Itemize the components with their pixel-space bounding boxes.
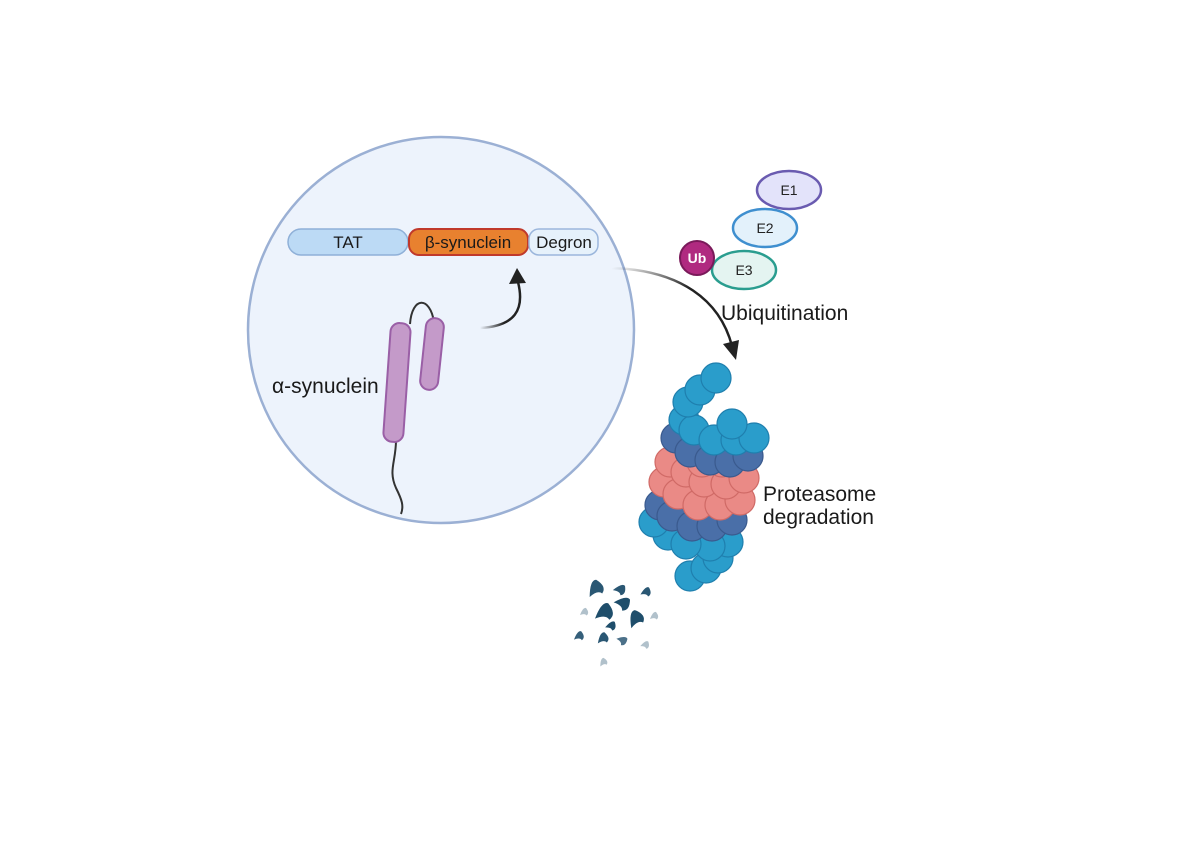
proteasome-label-line1: Proteasome — [763, 483, 876, 506]
peptide-fragment — [630, 610, 644, 629]
e1-enzyme — [755, 169, 823, 211]
binding-arrow-head — [509, 268, 526, 284]
peptide-fragment — [595, 602, 613, 620]
peptide-fragment — [613, 597, 631, 611]
peptide-fragment — [640, 587, 651, 597]
e3-label: E3 — [735, 262, 752, 278]
peptide-fragment — [589, 579, 604, 598]
ubiquitination-enzymes: E1 E2 E3 Ub — [679, 169, 823, 291]
peptide-fragment — [580, 607, 589, 616]
proteasome-subunit — [716, 408, 748, 440]
ubiquitin — [679, 240, 715, 276]
peptide-fragments — [574, 579, 659, 667]
peptide-fragment — [574, 631, 584, 641]
peptide-fragment — [597, 632, 609, 644]
alpha-synuclein-label: α-synuclein — [272, 375, 379, 398]
tat-label: TAT — [333, 233, 363, 252]
proteasome — [638, 362, 770, 592]
peptide-fragment — [650, 611, 659, 620]
e1-label: E1 — [780, 182, 797, 198]
construct-tat-beta-degron: TAT β-synuclein Degron — [287, 228, 599, 256]
peptide-fragment — [640, 641, 649, 649]
e2-enzyme — [731, 207, 799, 249]
proteasome-subunit — [738, 422, 770, 454]
alpha-synuclein — [382, 301, 445, 515]
ubiquitination-arrow — [611, 266, 734, 347]
proteasome-label-line2: degradation — [763, 506, 874, 529]
degron-label: Degron — [536, 233, 592, 252]
ubiquitination-label: Ubiquitination — [721, 302, 848, 325]
peptide-fragment — [612, 584, 626, 596]
degron-box — [528, 228, 599, 256]
beta-synuclein-box — [408, 228, 529, 256]
peptide-fragment — [605, 621, 616, 631]
alpha-synuclein-tail-bottom — [391, 439, 404, 515]
e3-enzyme — [710, 249, 778, 291]
peptide-fragment — [616, 637, 628, 646]
e2-label: E2 — [756, 220, 773, 236]
peptide-fragment — [600, 657, 608, 667]
beta-synuclein-label: β-synuclein — [425, 233, 511, 252]
ubiquitination-arrow-head — [723, 340, 739, 360]
binding-arrow — [479, 281, 522, 330]
alpha-synuclein-helix-1 — [382, 322, 412, 443]
proteasome-subunit — [700, 362, 732, 394]
alpha-synuclein-tail-top — [409, 301, 435, 325]
ubiquitin-label: Ub — [688, 250, 707, 266]
alpha-synuclein-helix-2 — [419, 317, 445, 391]
